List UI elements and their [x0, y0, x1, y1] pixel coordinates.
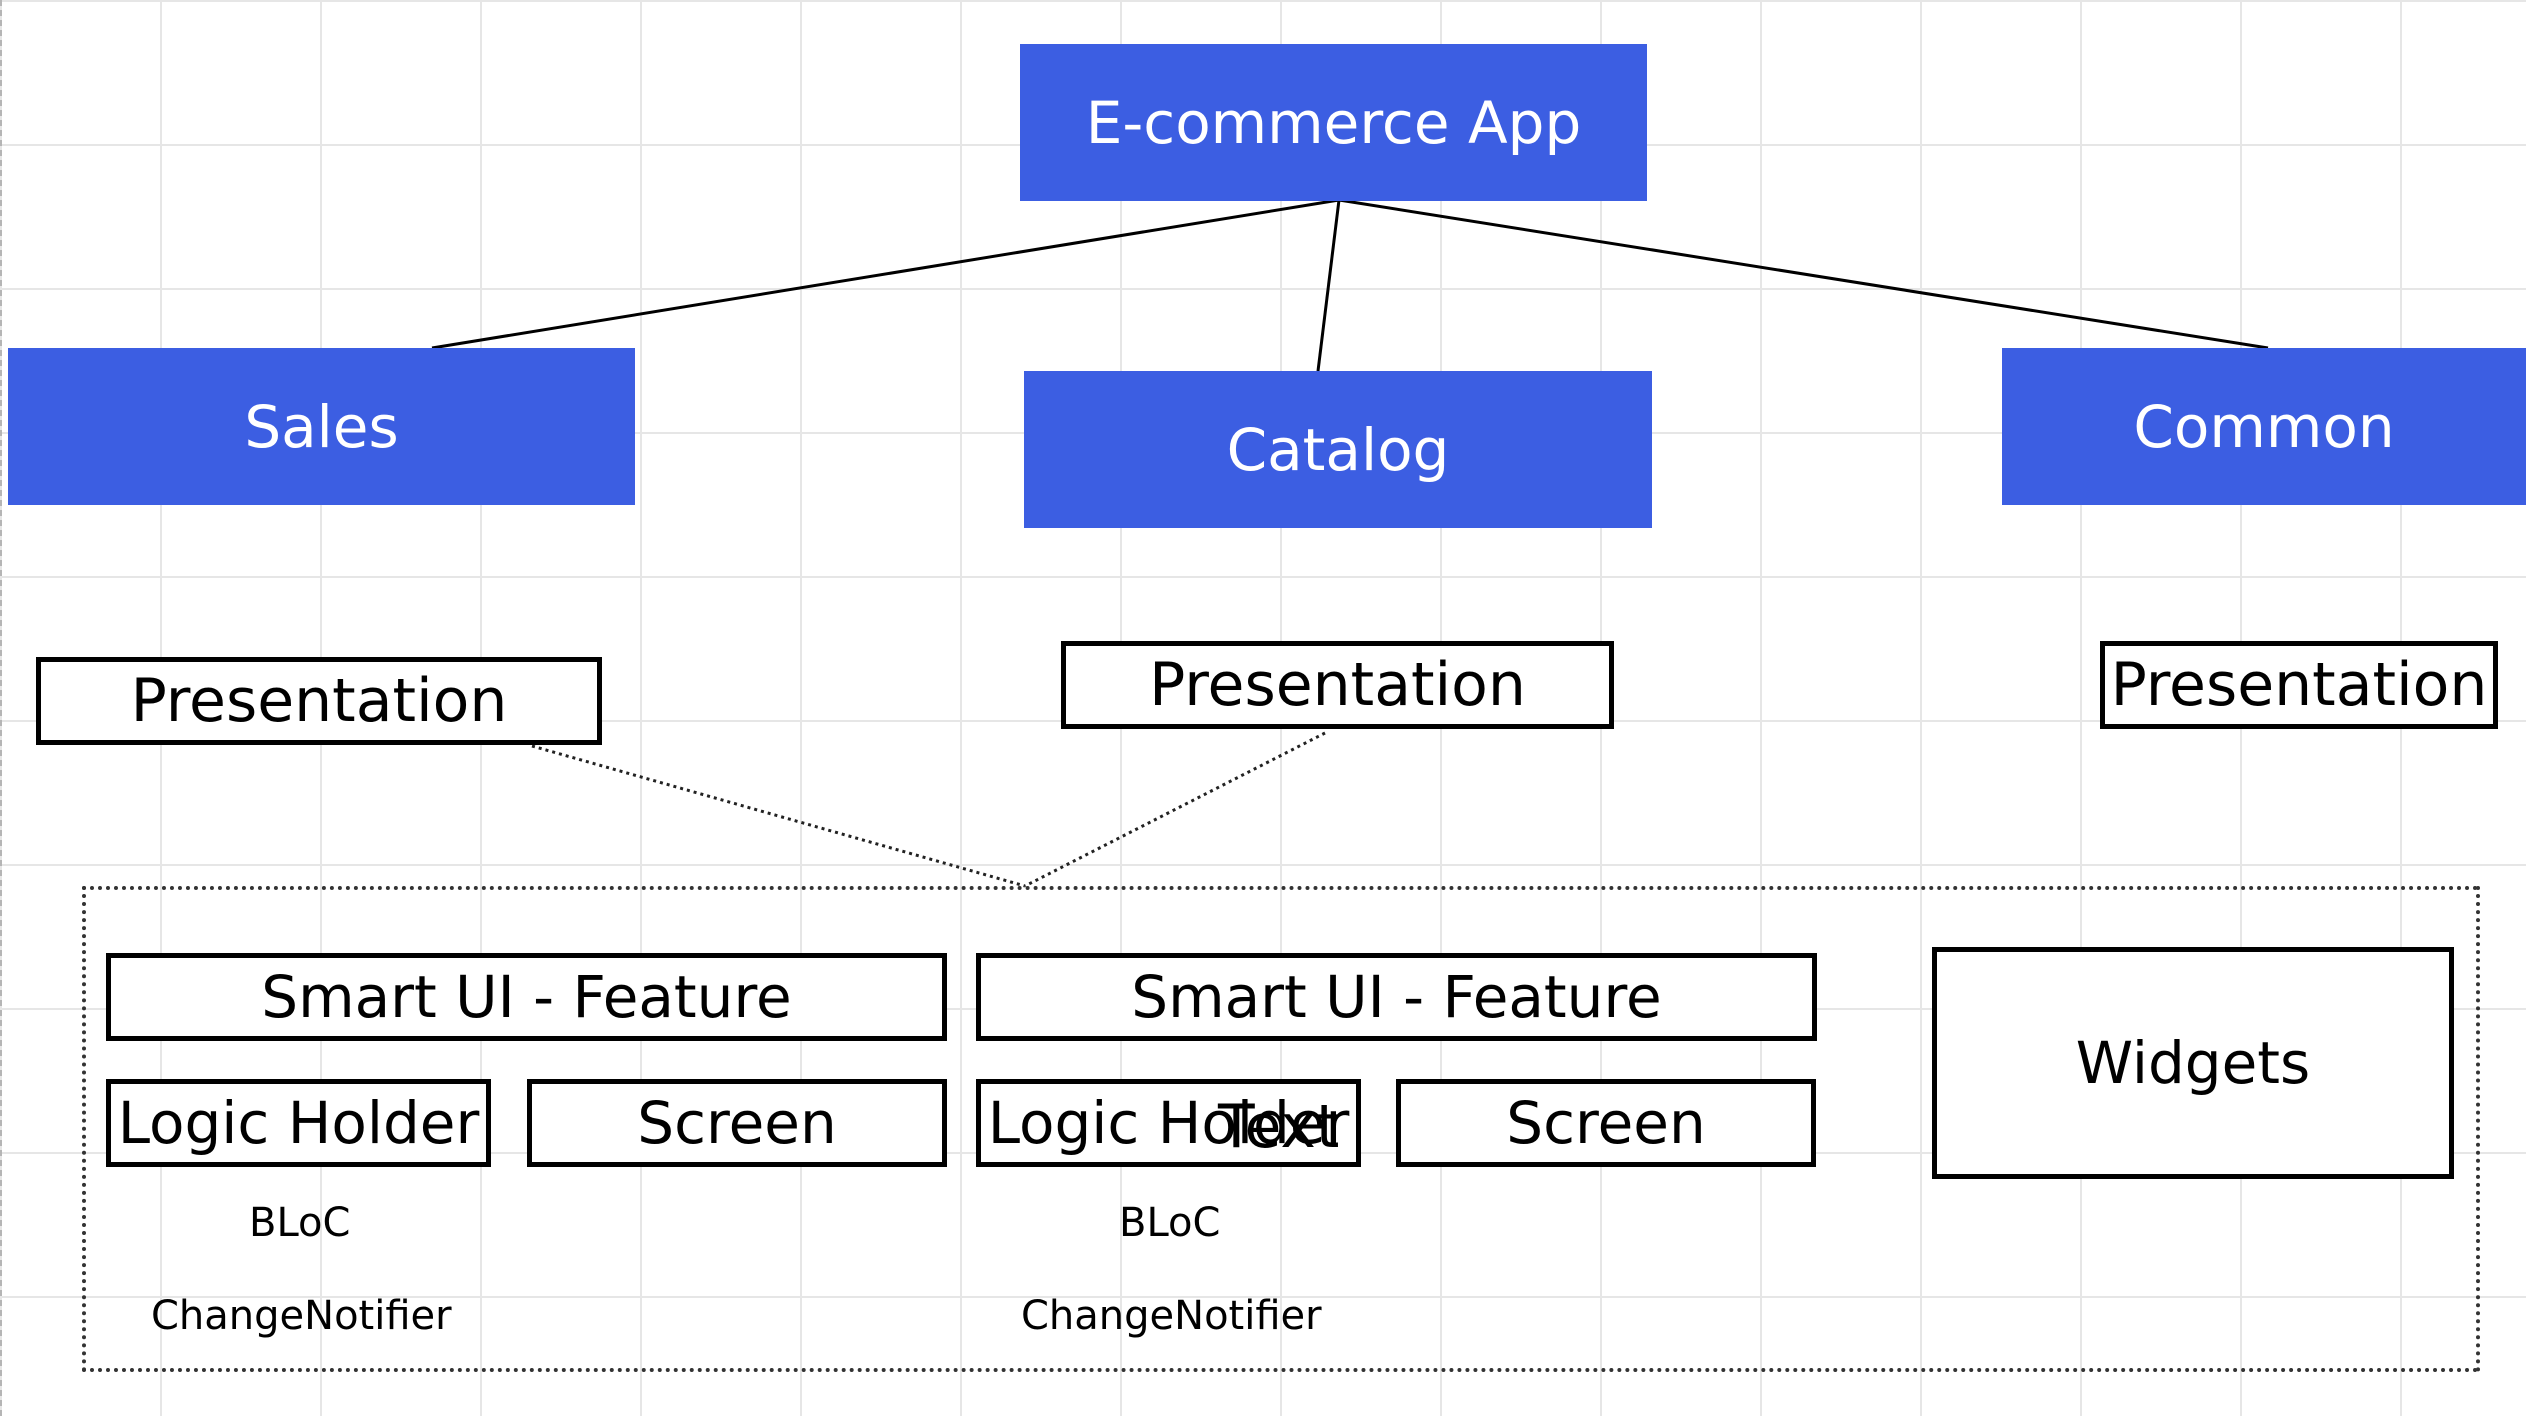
common-presentation-label: Presentation: [2110, 650, 2488, 720]
feature-1-screen[interactable]: Screen: [527, 1079, 947, 1167]
feature-2-smart-ui[interactable]: Smart UI - Feature: [976, 953, 1817, 1041]
feature-2-title: Smart UI - Feature: [1131, 963, 1662, 1031]
module-sales-label: Sales: [244, 392, 399, 461]
connector-catalog-presentation-to-feature: [1024, 731, 1326, 888]
module-common[interactable]: Common: [2002, 348, 2526, 505]
module-catalog[interactable]: Catalog: [1024, 371, 1652, 528]
canvas-edge-guide: [0, 0, 2, 1416]
feature-2-logic-holder[interactable]: Logic Holder: [976, 1079, 1361, 1167]
connector-sales-presentation-to-feature: [531, 744, 1026, 888]
connector-root-common: [1338, 198, 2269, 350]
feature-2-note-bloc: BLoC: [1119, 1200, 1221, 1246]
catalog-presentation-label: Presentation: [1149, 650, 1526, 720]
feature-1-title: Smart UI - Feature: [261, 963, 792, 1031]
catalog-presentation-layer[interactable]: Presentation: [1061, 641, 1614, 729]
connector-root-catalog: [1316, 199, 1341, 372]
feature-2-logic-label: Logic Holder: [987, 1089, 1350, 1157]
widgets-label: Widgets: [2075, 1029, 2311, 1097]
presentation-details-container: [82, 886, 2480, 1372]
module-catalog-label: Catalog: [1226, 415, 1450, 484]
feature-1-logic-holder[interactable]: Logic Holder: [106, 1079, 491, 1167]
feature-2-overlay-text[interactable]: Text: [1218, 1092, 1340, 1162]
root-node[interactable]: E-commerce App: [1020, 44, 1647, 201]
feature-2-screen[interactable]: Screen: [1396, 1079, 1816, 1167]
root-label: E-commerce App: [1085, 88, 1582, 157]
feature-1-smart-ui[interactable]: Smart UI - Feature: [106, 953, 947, 1041]
feature-2-note-changenotifier: ChangeNotifier: [1021, 1293, 1322, 1339]
feature-1-note-changenotifier: ChangeNotifier: [151, 1293, 452, 1339]
module-sales[interactable]: Sales: [8, 348, 635, 505]
common-presentation-layer[interactable]: Presentation: [2100, 641, 2498, 729]
sales-presentation-layer[interactable]: Presentation: [36, 657, 602, 745]
module-common-label: Common: [2133, 392, 2395, 461]
feature-1-logic-label: Logic Holder: [117, 1089, 480, 1157]
feature-2-screen-label: Screen: [1506, 1089, 1706, 1157]
common-widgets[interactable]: Widgets: [1932, 947, 2454, 1179]
feature-1-note-bloc: BLoC: [249, 1200, 351, 1246]
feature-1-screen-label: Screen: [637, 1089, 837, 1157]
connector-root-sales: [431, 198, 1340, 350]
sales-presentation-label: Presentation: [130, 666, 508, 736]
